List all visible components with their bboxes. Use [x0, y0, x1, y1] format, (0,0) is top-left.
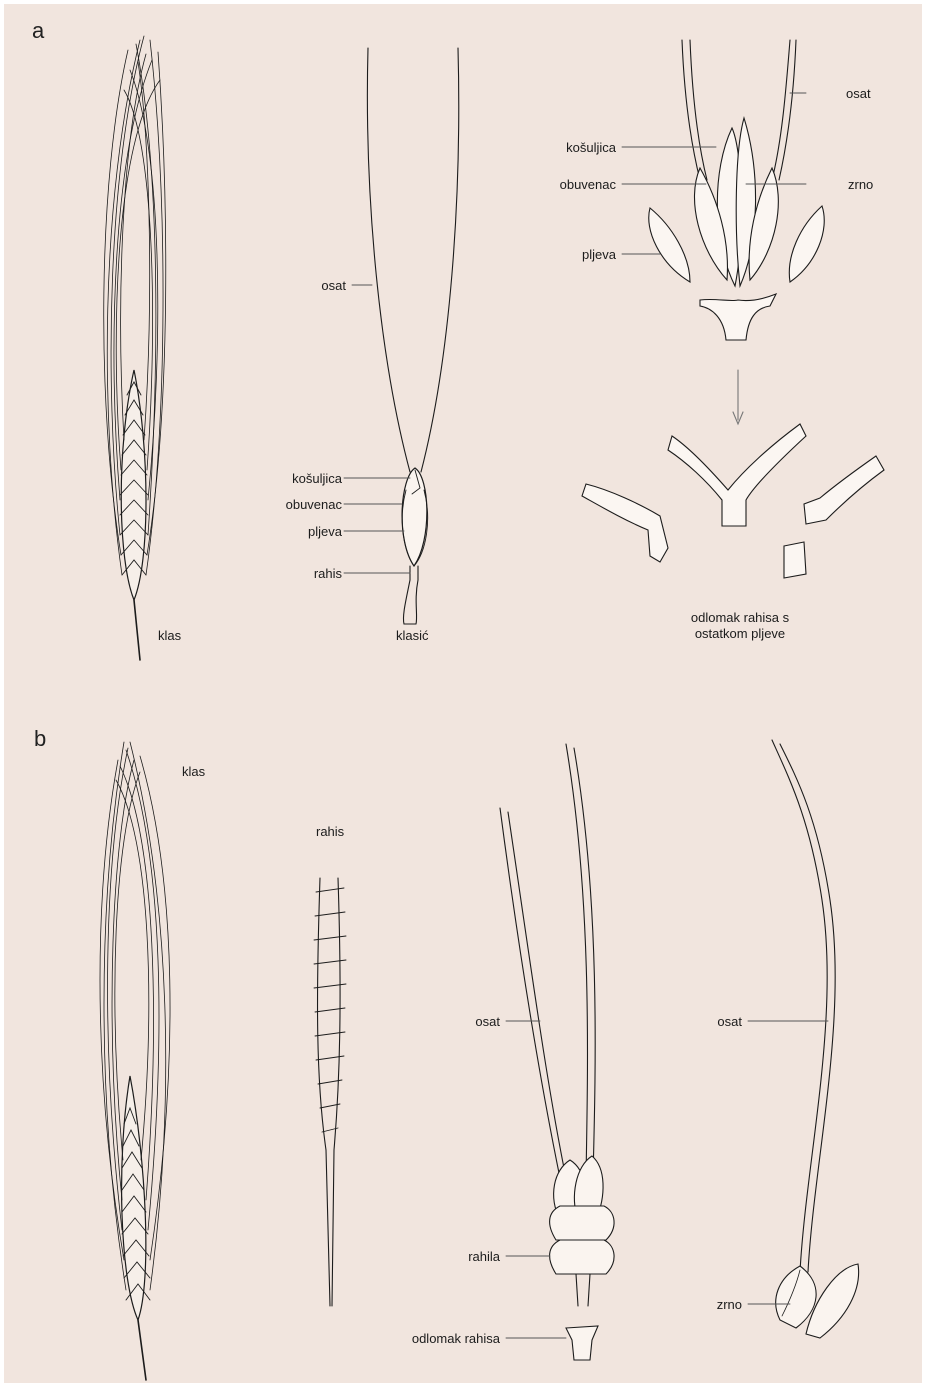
label-rahis-b: rahis [316, 824, 344, 839]
label-zrno-b: zrno [680, 1297, 742, 1312]
label-kosuljica-spikelet-a: košuljica [262, 471, 342, 486]
label-klas-b: klas [182, 764, 205, 779]
label-osat-spikelet-a: osat [290, 278, 346, 293]
barley-ear-drawing-b [100, 742, 170, 1380]
panel-a-letter: a [32, 18, 44, 44]
rachis-drawing-b [314, 878, 346, 1306]
label-pljeva-detail-a: pljeva [520, 247, 616, 262]
barley-ear-drawing-a [104, 36, 166, 660]
label-kosuljica-detail-a: košuljica [520, 140, 616, 155]
label-klas-a: klas [158, 628, 181, 643]
spikelet-exploded-drawing-a [582, 40, 884, 578]
label-pljeva-spikelet-a: pljeva [262, 524, 342, 539]
label-odlomak-rahisa-b: odlomak rahisa [380, 1331, 500, 1346]
label-osat-detail-a: osat [846, 86, 871, 101]
label-osat-grain-b: osat [660, 1014, 742, 1029]
label-zrno-detail-a: zrno [848, 177, 873, 192]
panel-b-letter: b [34, 726, 46, 752]
label-rahis-spikelet-a: rahis [262, 566, 342, 581]
label-fragment-line1: odlomak rahisa s [650, 610, 830, 625]
spikelet-drawing-a [367, 48, 458, 624]
label-obuvenac-detail-a: obuvenac [520, 177, 616, 192]
label-osat-spikelet-b: osat [420, 1014, 500, 1029]
label-fragment-line2: ostatkom pljeve [650, 626, 830, 641]
label-klasic: klasić [396, 628, 429, 643]
label-obuvenac-spikelet-a: obuvenac [262, 497, 342, 512]
grain-drawing-b [772, 740, 859, 1338]
spikelet-drawing-b [500, 744, 614, 1360]
label-rahila-b: rahila [420, 1249, 500, 1264]
